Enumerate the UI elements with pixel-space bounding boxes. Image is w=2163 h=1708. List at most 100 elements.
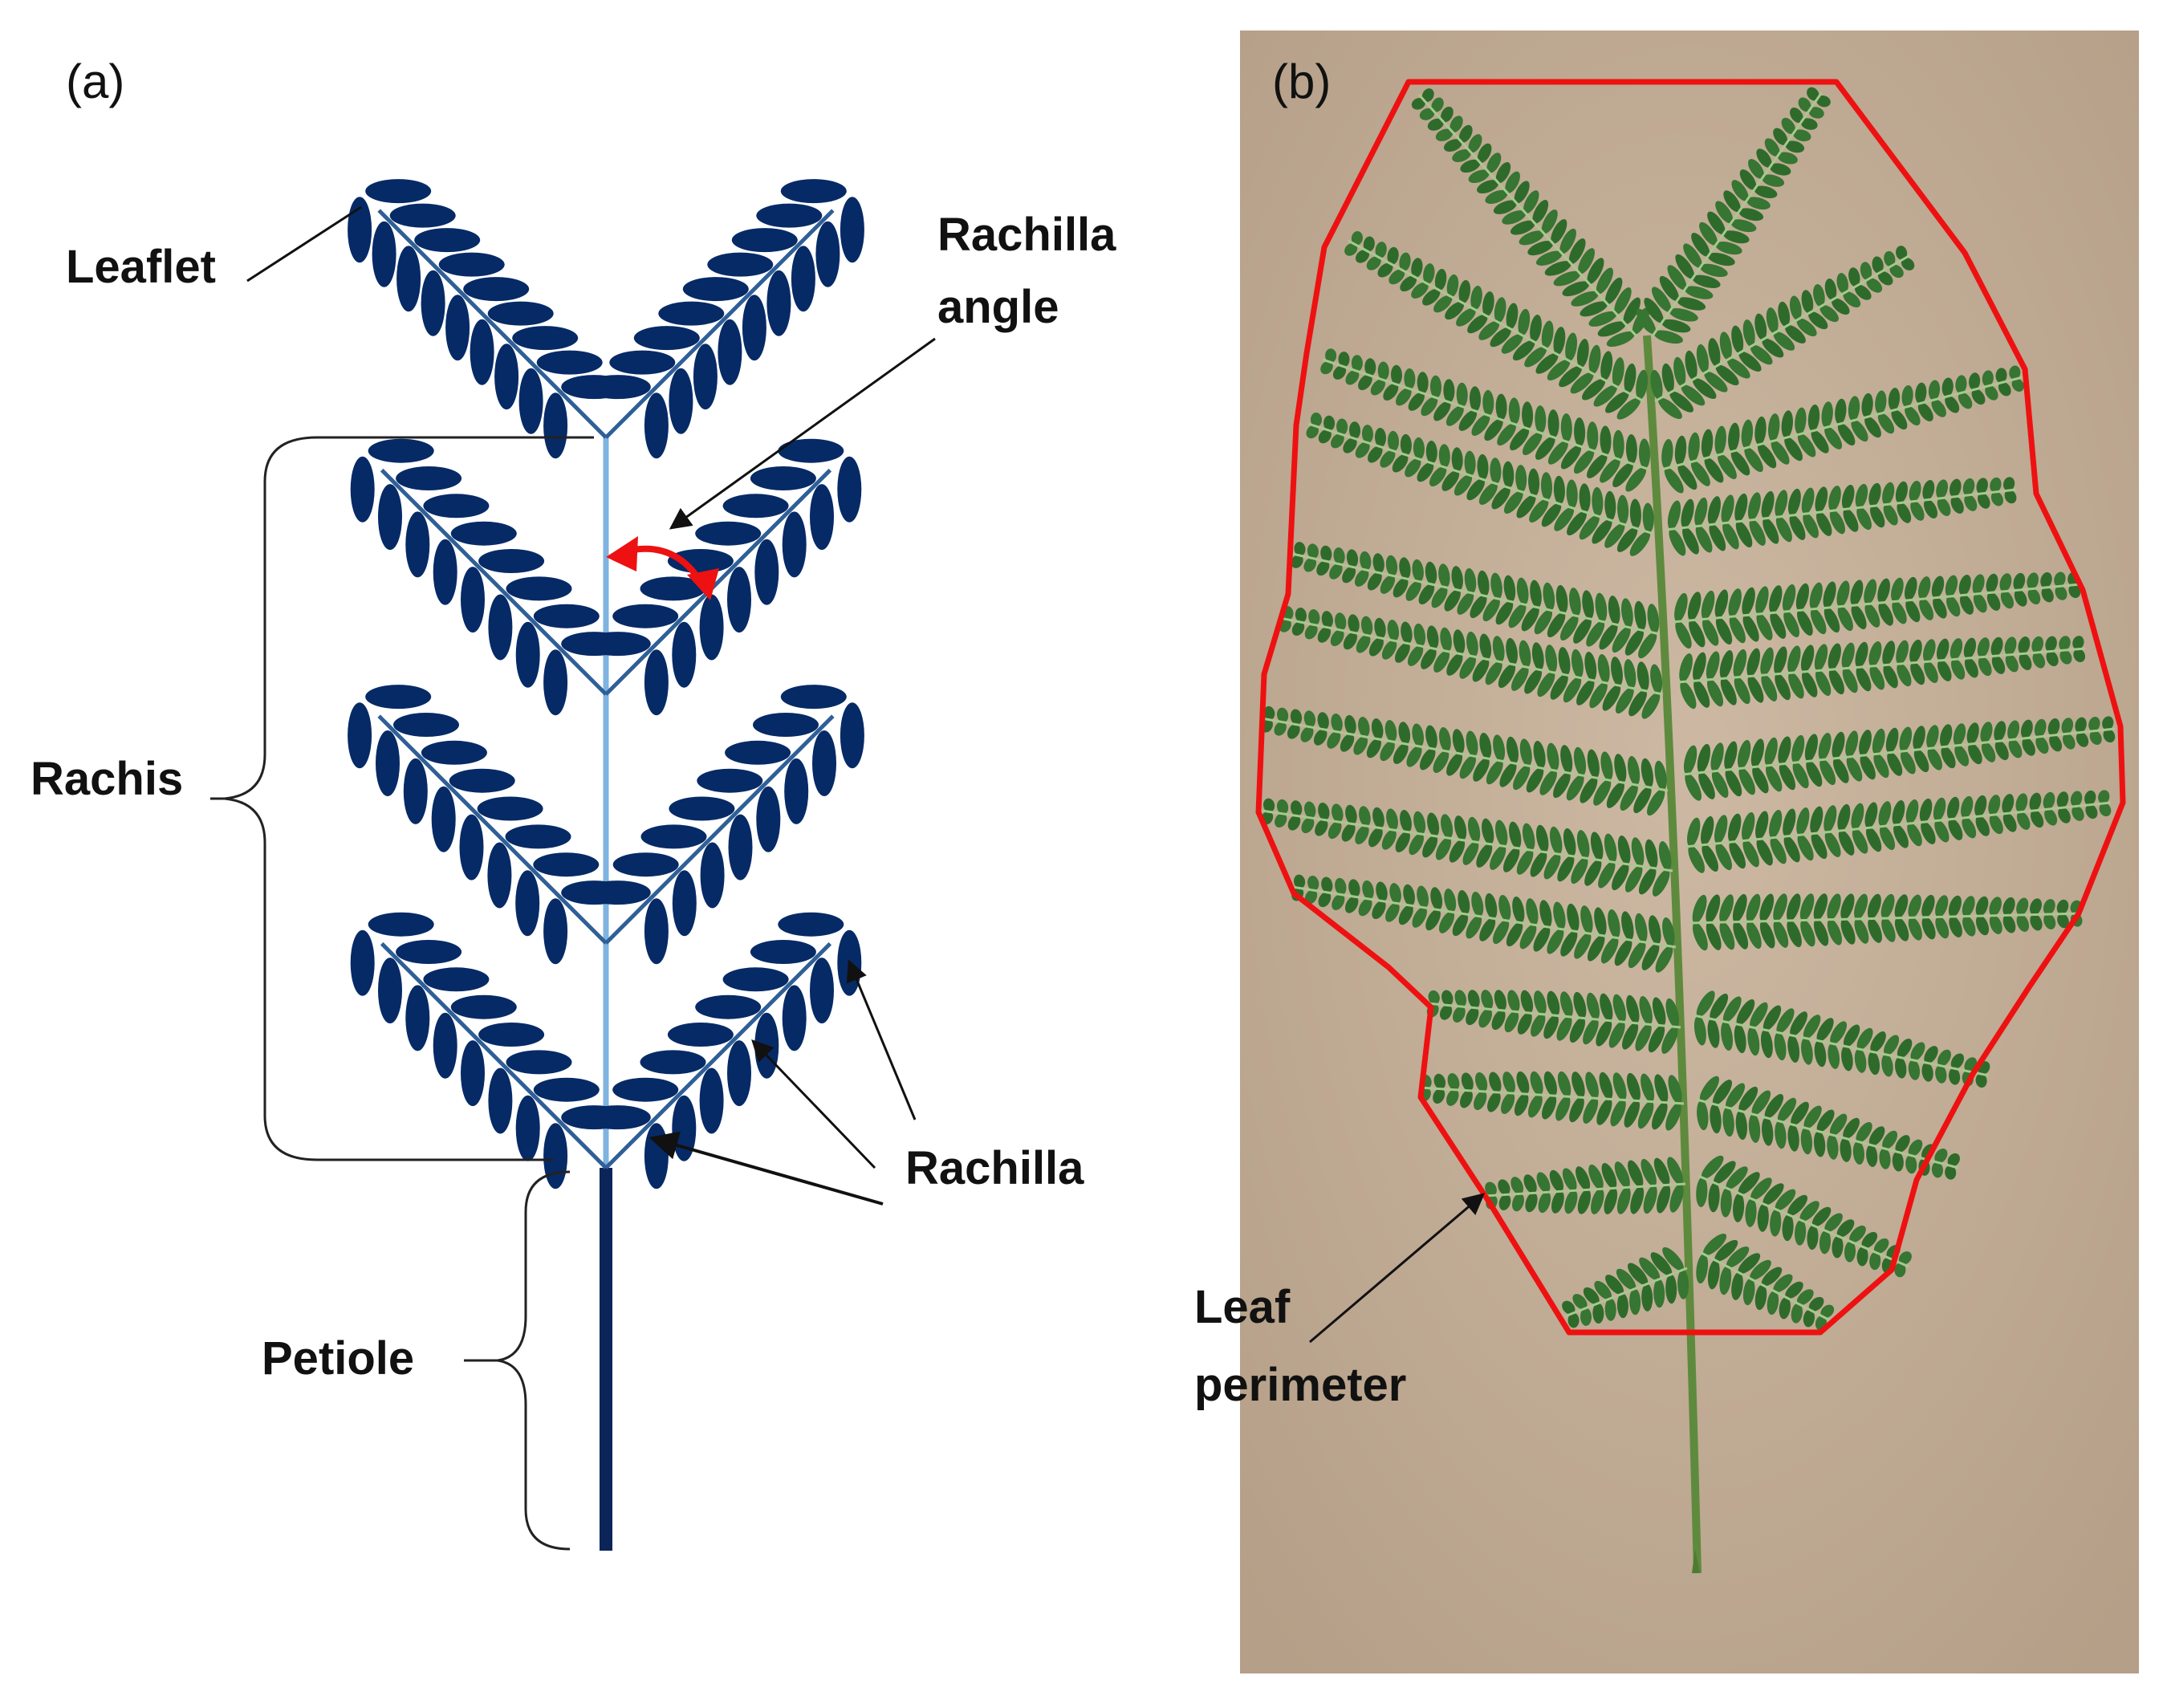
- pinnule: [1742, 319, 1755, 347]
- pinnule: [1502, 461, 1515, 489]
- pinnule: [1933, 597, 1947, 619]
- pinnule: [1908, 917, 1922, 941]
- pinnule: [1692, 377, 1717, 400]
- pinnule: [1972, 574, 1985, 595]
- pinnule: [1503, 575, 1516, 603]
- pinnule: [1787, 1124, 1799, 1152]
- pinnule: [1461, 1072, 1474, 1092]
- pinnule: [2061, 718, 2074, 734]
- pinnule: [1560, 445, 1582, 470]
- pinnule: [1704, 457, 1724, 483]
- pinnule: [1675, 620, 1692, 649]
- pinnule: [2018, 636, 2031, 654]
- pinnule: [1919, 798, 1933, 823]
- pinnule: [1941, 746, 1956, 769]
- pinnule: [1466, 631, 1478, 657]
- pinnule: [1865, 827, 1882, 852]
- pinnule: [1310, 413, 1323, 427]
- pinnule: [1868, 917, 1882, 943]
- pinnule: [1968, 743, 1982, 765]
- pinnule: [1813, 1131, 1826, 1157]
- pinnule: [1773, 128, 1788, 145]
- pinna-p5-left: [1291, 542, 1661, 659]
- leaflet: [445, 295, 470, 361]
- pinnule: [1687, 817, 1701, 848]
- pinnule: [1926, 725, 1939, 749]
- pinnule: [1795, 583, 1810, 612]
- pinnule: [1762, 174, 1785, 187]
- pinnule: [1344, 243, 1358, 256]
- pinnule: [1638, 867, 1657, 895]
- pinnule: [1304, 801, 1316, 819]
- pinnule: [1806, 760, 1823, 787]
- leaflet: [461, 1040, 485, 1107]
- pinnule: [1398, 722, 1411, 745]
- pinnule: [1478, 482, 1498, 505]
- pinnule: [2054, 571, 2066, 588]
- pinnule: [1950, 496, 1964, 514]
- pinnule: [1657, 1184, 1671, 1214]
- compound-leaf-diagram: [348, 179, 864, 1551]
- pinnule: [1685, 286, 1714, 299]
- pinnule: [1438, 563, 1450, 588]
- pinnule: [1798, 97, 1811, 112]
- leaflet: [533, 852, 600, 877]
- pinnule: [1896, 640, 1909, 665]
- pinnule: [2068, 584, 2081, 599]
- pinnule: [1399, 252, 1411, 271]
- pinnule: [1493, 920, 1510, 945]
- pinnule: [1770, 612, 1787, 639]
- pinnule: [1800, 645, 1815, 673]
- pinnule: [2043, 899, 2055, 915]
- pinnule: [1287, 815, 1301, 831]
- pinnule: [1995, 368, 2007, 384]
- pinnule: [1754, 1284, 1767, 1311]
- pinnule: [1851, 803, 1864, 830]
- pinnule: [1650, 1252, 1673, 1276]
- leaflet: [488, 594, 513, 661]
- pinnule: [1846, 756, 1863, 782]
- leaflet: [396, 246, 421, 312]
- pinna-p12-right: [1696, 1155, 1912, 1278]
- pinnule: [2034, 718, 2047, 738]
- pinnule: [1770, 837, 1787, 864]
- pinnule: [1719, 331, 1732, 360]
- pinnule: [1452, 729, 1465, 754]
- leaflet: [365, 685, 432, 710]
- pinnule: [1837, 605, 1853, 632]
- pinnule: [1693, 652, 1706, 681]
- pinnule: [1642, 502, 1654, 533]
- pinnule: [1861, 1231, 1878, 1249]
- pinnule: [1385, 555, 1398, 576]
- pinnule: [1921, 917, 1936, 940]
- pinnule: [1331, 714, 1343, 733]
- pinnule: [1872, 256, 1884, 274]
- pinnule: [1580, 301, 1608, 317]
- pinnule: [1720, 1187, 1732, 1218]
- pinnule: [1534, 990, 1547, 1015]
- pinnule: [1883, 664, 1898, 689]
- pinnule: [1433, 401, 1451, 421]
- pinnule: [1750, 344, 1773, 365]
- pinnule: [1541, 209, 1558, 234]
- pinnule: [1789, 514, 1806, 540]
- leaflet: [778, 912, 844, 937]
- pinnule: [1400, 275, 1417, 292]
- pinnule: [1412, 559, 1424, 583]
- pinnule: [1332, 893, 1345, 910]
- pinnule: [1771, 440, 1790, 465]
- pinna-p3-left: [1320, 348, 1651, 492]
- pinnule: [1580, 777, 1598, 803]
- pinnule: [1295, 608, 1307, 623]
- pinna-midrib: [1654, 254, 1911, 403]
- pinnule: [1318, 892, 1332, 908]
- pinnule: [1456, 382, 1468, 408]
- pinnule: [1856, 1246, 1868, 1267]
- leaflet: [750, 466, 816, 490]
- pinnule: [2000, 591, 2014, 609]
- leaflet: [368, 912, 434, 937]
- pinnule: [1429, 375, 1442, 399]
- pinnule: [1344, 896, 1359, 913]
- pinnule: [1723, 230, 1750, 244]
